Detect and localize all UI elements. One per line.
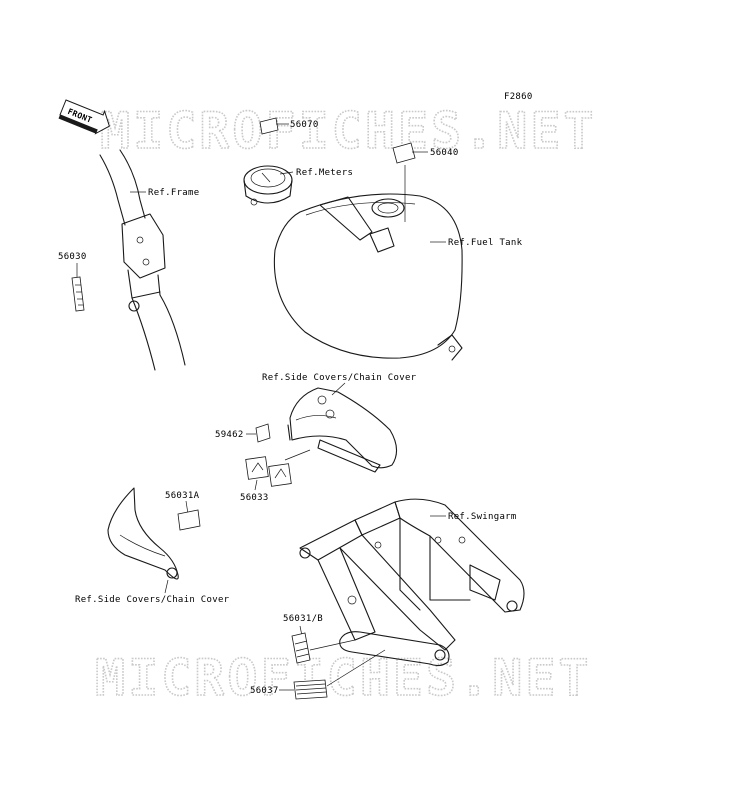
label-ref-meters: Ref.Meters xyxy=(296,168,353,178)
watermark-top: MICROFICHES.NET xyxy=(100,102,597,160)
label-ref-side-covers-top: Ref.Side Covers/Chain Cover xyxy=(262,373,417,383)
label-ref-swingarm: Ref.Swingarm xyxy=(448,512,517,522)
meter-part xyxy=(243,165,293,206)
figure-code: F2860 xyxy=(504,92,533,102)
decal-56033 xyxy=(245,456,292,487)
label-56031b: 56031/B xyxy=(283,614,323,624)
label-ref-side-covers-bottom: Ref.Side Covers/Chain Cover xyxy=(75,595,230,605)
label-56040: 56040 xyxy=(430,148,459,158)
decal-56031a xyxy=(177,509,201,531)
decal-56030 xyxy=(71,276,85,312)
fuel-tank-part xyxy=(273,193,463,361)
side-cover-lower-part xyxy=(107,487,179,580)
decal-56037 xyxy=(293,679,328,700)
decal-56070 xyxy=(259,117,279,135)
label-56037: 56037 xyxy=(250,686,279,696)
label-ref-frame: Ref.Frame xyxy=(148,188,199,198)
swingarm-part xyxy=(299,498,525,667)
label-56030: 56030 xyxy=(58,252,87,262)
side-cover-upper-part xyxy=(287,387,398,473)
label-59462: 59462 xyxy=(215,430,244,440)
label-ref-fuel-tank: Ref.Fuel Tank xyxy=(448,238,523,248)
decal-56040 xyxy=(392,142,416,164)
label-56070: 56070 xyxy=(290,120,319,130)
frame-part xyxy=(99,149,186,371)
label-56031a: 56031A xyxy=(165,491,200,501)
decal-59462 xyxy=(255,423,271,443)
front-arrow-icon: FRONT xyxy=(58,99,110,135)
decal-56031b xyxy=(291,632,311,664)
watermark-bottom: MICROFICHES.NET xyxy=(95,649,592,707)
label-56033: 56033 xyxy=(240,493,269,503)
